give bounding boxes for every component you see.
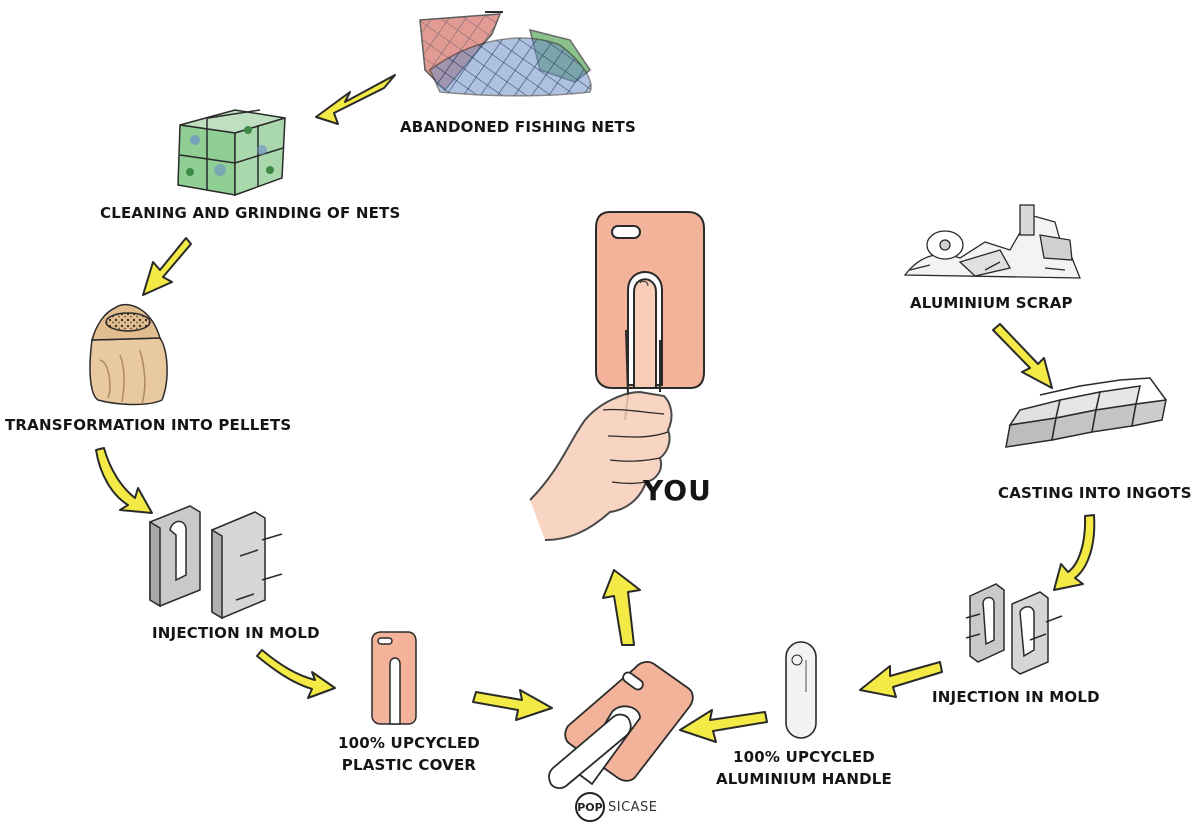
label-aluminium-scrap: ALUMINIUM SCRAP xyxy=(910,294,1073,312)
injection-mold-right-illustration xyxy=(965,583,1063,675)
arrow-case-to-you xyxy=(602,569,641,646)
aluminium-handle-illustration xyxy=(785,641,817,739)
pellet-sack-illustration xyxy=(89,304,168,406)
ingots-illustration xyxy=(1005,377,1167,448)
label-abandoned-fishing-nets: ABANDONED FISHING NETS xyxy=(400,118,636,136)
label-injection-in-mold-right: INJECTION IN MOLD xyxy=(932,688,1100,706)
label-you: YOU xyxy=(643,474,712,507)
popsicase-logo: POP SICASE xyxy=(575,792,658,822)
arrow-ingots-to-injection xyxy=(1053,514,1096,591)
arrow-injection-to-handle xyxy=(859,661,943,698)
label-aluminium-handle: 100% UPCYCLED ALUMINIUM HANDLE xyxy=(716,746,892,790)
fishing-nets-illustration xyxy=(419,11,592,97)
aluminium-scrap-illustration xyxy=(903,204,1081,279)
logo-pop-circle: POP xyxy=(575,792,605,822)
label-plastic-cover-line1: 100% UPCYCLED xyxy=(338,734,480,752)
arrow-injection-to-cover xyxy=(256,649,336,699)
arrow-cover-to-case xyxy=(472,689,553,721)
net-bales-illustration xyxy=(177,109,286,197)
label-plastic-cover-line2: PLASTIC COVER xyxy=(341,756,477,774)
label-plastic-cover: 100% UPCYCLED PLASTIC COVER xyxy=(338,732,480,776)
label-transformation-into-pellets: TRANSFORMATION INTO PELLETS xyxy=(5,416,292,434)
plastic-cover-illustration xyxy=(371,631,417,725)
arrow-cleaning-to-pellets xyxy=(142,237,192,296)
label-aluminium-handle-line2: ALUMINIUM HANDLE xyxy=(716,770,892,788)
logo-sicase-text: SICASE xyxy=(608,799,658,815)
injection-mold-left-illustration xyxy=(149,505,283,620)
arrow-handle-to-case xyxy=(679,709,768,743)
label-cleaning-and-grinding: CLEANING AND GRINDING OF NETS xyxy=(100,204,401,222)
arrow-nets-to-cleaning xyxy=(315,74,396,125)
flow-arrows xyxy=(95,74,1096,743)
arrow-pellets-to-injection xyxy=(95,447,153,514)
phone-in-hand-illustration xyxy=(529,211,705,541)
arrow-scrap-to-ingots xyxy=(992,323,1053,389)
assembled-case-illustration xyxy=(548,661,694,789)
label-aluminium-handle-line1: 100% UPCYCLED xyxy=(733,748,875,766)
label-casting-into-ingots: CASTING INTO INGOTS xyxy=(998,484,1192,502)
label-injection-in-mold-left: INJECTION IN MOLD xyxy=(152,624,320,642)
